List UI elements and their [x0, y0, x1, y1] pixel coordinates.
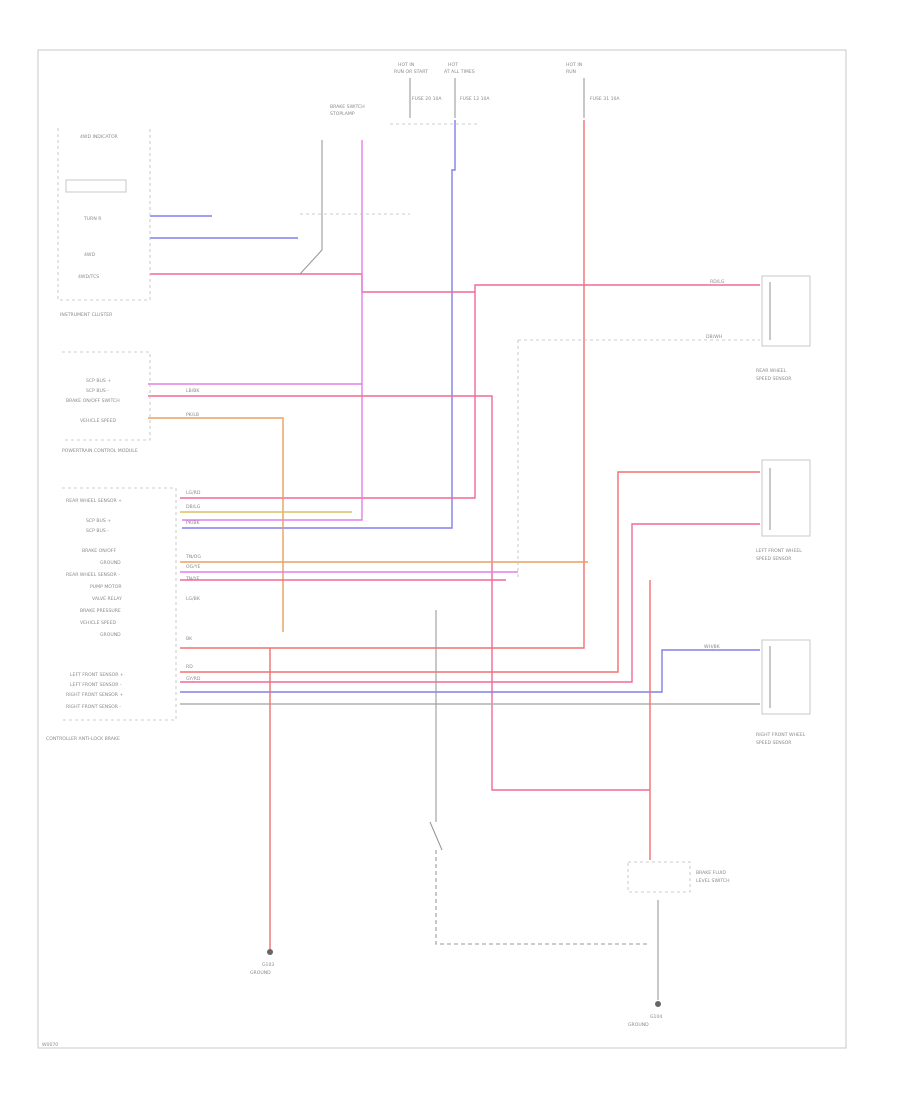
abs-pin-4: BRAKE ON/OFF: [82, 548, 117, 554]
fuse-mid-l1: HOT: [448, 62, 458, 68]
ground-left-title: G103: [262, 962, 274, 968]
lf-sensor-sub: SPEED SENSOR: [756, 556, 792, 562]
cluster-pin-3: 4WD/TCS: [78, 274, 99, 280]
rear-sensor-title: REAR WHEEL: [756, 368, 787, 374]
wire-code-labels: LG/RD DB/LG PK/BK TN/OG RD OG/YE TN/YE L…: [185, 279, 725, 682]
wire-black-gnd: [435, 850, 650, 945]
rf-wheel-sensor: RIGHT FRONT WHEEL SPEED SENSOR: [756, 639, 811, 746]
pcm-title: POWERTRAIN CONTROL MODULE: [62, 448, 138, 454]
abs-title: CONTROLLER ANTI-LOCK BRAKE: [46, 736, 120, 742]
wire-code-1: LG/RD: [186, 490, 201, 496]
wire-code-13: WH/BK: [704, 644, 721, 650]
wire-blue-main: [182, 120, 456, 529]
wire-code-7: TN/YE: [185, 576, 200, 582]
fuse-left-fuse: FUSE 20 10A: [412, 96, 442, 102]
fuse-right-l1: HOT IN: [566, 62, 582, 68]
wire-code-5: RD: [186, 664, 193, 670]
rf-sensor-title: RIGHT FRONT WHEEL: [756, 732, 806, 738]
fuse-group-left: HOT IN RUN OR START FUSE 20 10A: [394, 62, 442, 118]
ground-right-title: G104: [650, 1014, 662, 1020]
ground-right-sub: GROUND: [628, 1022, 649, 1028]
rear-sensor-sub: SPEED SENSOR: [756, 376, 792, 382]
wire-code-8: LG/BK: [186, 596, 201, 602]
fluid-title: BRAKE FLUID: [696, 870, 726, 876]
abs-pin-15: RIGHT FRONT SENSOR -: [66, 704, 121, 710]
wire-code-3: PK/BK: [186, 520, 200, 526]
wire-code-12: DB/WH: [706, 334, 722, 340]
abs-pin-10: VEHICLE SPEED: [80, 620, 116, 626]
brake-switch-sub: STOPLAMP: [330, 111, 355, 117]
wire-pink-lf2: [180, 523, 760, 683]
brake-switch: BRAKE SWITCH STOPLAMP: [330, 104, 365, 117]
pcm-module: POWERTRAIN CONTROL MODULE SCP BUS + SCP …: [62, 351, 151, 454]
cluster-pin-1: TURN R: [83, 216, 102, 222]
wire-code-6: OG/YE: [186, 564, 201, 570]
fuse-mid-l2: AT ALL TIMES: [444, 69, 475, 75]
abs-pin-2: SCP BUS +: [86, 518, 111, 524]
cluster-title: 4WD INDICATOR: [80, 134, 119, 140]
wire-code-15: PK/LB: [186, 412, 199, 418]
cluster-pin-2: 4WD: [84, 252, 95, 258]
abs-pin-11: GROUND: [100, 632, 121, 638]
abs-controller: CONTROLLER ANTI-LOCK BRAKE REAR WHEEL SE…: [46, 487, 177, 742]
wire-pink-pcm: [148, 395, 650, 791]
abs-pin-9: BRAKE PRESSURE: [80, 608, 121, 614]
wire-red-lf1: [180, 471, 760, 673]
rear-wheel-sensor: REAR WHEEL SPEED SENSOR: [756, 275, 811, 382]
fuse-group-right: HOT IN RUN FUSE 31 10A: [566, 62, 620, 118]
fuse-right-fuse: FUSE 31 10A: [590, 96, 620, 102]
abs-pin-14: RIGHT FRONT SENSOR +: [66, 692, 123, 698]
lf-wheel-sensor: LEFT FRONT WHEEL SPEED SENSOR: [756, 459, 811, 562]
wire-code-11: RD/LG: [710, 279, 725, 285]
wire-code-4: TN/OG: [185, 554, 201, 560]
cluster-sub: INSTRUMENT CLUSTER: [60, 312, 113, 318]
abs-pin-5: GROUND: [100, 560, 121, 566]
ground-left: G103 GROUND: [250, 949, 274, 976]
wire-code-10: GY/RD: [186, 676, 201, 682]
brake-pressure-switch: [429, 821, 443, 851]
fuse-mid-fuse: FUSE 12 10A: [460, 96, 490, 102]
wire-pink-rear: [150, 273, 760, 293]
rf-sensor-sub: SPEED SENSOR: [756, 740, 792, 746]
fluid-sub: LEVEL SWITCH: [696, 878, 730, 884]
wire-red-main: [180, 120, 585, 649]
wire-code-9: BK: [186, 636, 193, 642]
fuse-left-l1: HOT IN: [398, 62, 414, 68]
fuse-left-l2: RUN OR START: [394, 69, 428, 75]
diagram-border: [37, 49, 847, 1049]
abs-pin-1: REAR WHEEL SENSOR +: [66, 498, 122, 504]
ground-left-sub: GROUND: [250, 970, 271, 976]
abs-pin-6: REAR WHEEL SENSOR -: [66, 572, 120, 578]
fuse-group-mid: HOT AT ALL TIMES FUSE 12 10A: [444, 62, 490, 118]
pcm-pin-4: VEHICLE SPEED: [80, 418, 116, 424]
brake-fluid-switch: BRAKE FLUID LEVEL SWITCH: [627, 861, 730, 893]
abs-pin-8: VALVE RELAY: [92, 596, 122, 602]
switch-wire: [299, 140, 323, 275]
wire-blue-rf: [180, 649, 760, 693]
footer-code: W0070: [42, 1042, 58, 1048]
abs-pin-12: LEFT FRONT SENSOR +: [70, 672, 124, 678]
wire-pink-abs: [180, 292, 476, 499]
abs-pin-7: PUMP MOTOR: [90, 584, 122, 590]
brake-switch-title: BRAKE SWITCH: [330, 104, 365, 110]
pcm-pin-1: SCP BUS +: [86, 378, 111, 384]
ground-right: G104 GROUND: [628, 1001, 662, 1028]
wire-orange-vss: [148, 417, 284, 632]
pcm-pin-3: BRAKE ON/OFF SWITCH: [66, 398, 120, 404]
wire-code-14: LB/BK: [186, 388, 200, 394]
wire-magenta: [182, 140, 363, 521]
abs-pin-3: SCP BUS -: [86, 528, 109, 534]
abs-pin-13: LEFT FRONT SENSOR -: [70, 682, 122, 688]
pcm-pin-2: SCP BUS -: [86, 388, 109, 394]
instrument-cluster: 4WD INDICATOR INSTRUMENT CLUSTER TURN R …: [57, 128, 151, 318]
wire-code-2: DB/LG: [186, 504, 201, 510]
fuse-right-l2: RUN: [566, 69, 576, 75]
lf-sensor-title: LEFT FRONT WHEEL: [756, 548, 802, 554]
